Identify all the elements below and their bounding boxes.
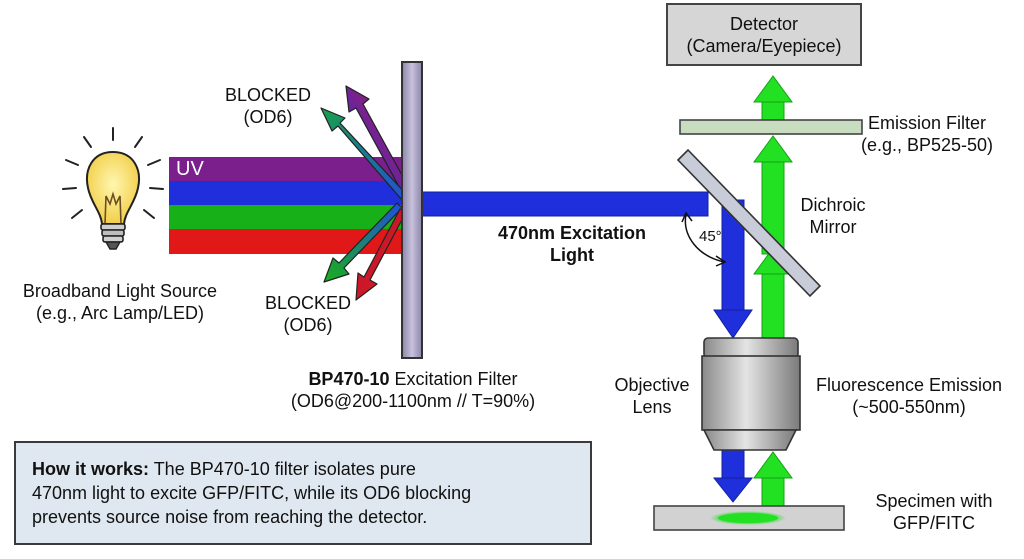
blocked-bottom-label: BLOCKED (OD6) [250,292,366,336]
blocked-bottom-line2: (OD6) [283,315,333,335]
light-source-line1: Broadband Light Source [22,281,218,301]
excitation-beam [411,191,709,217]
emission-filter-label: Emission Filter (e.g., BP525-50) [842,112,1012,156]
excitation-filter-name: BP470-10 [308,369,390,389]
beam-blue [169,181,405,205]
beam-green [169,205,405,229]
excitation-filter [401,61,423,359]
note-line2: 470nm light to excite GFP/FITC, while it… [32,483,472,503]
note-line1: How it works: The BP470-10 filter isolat… [32,457,576,481]
light-source-line2: (e.g., Arc Lamp/LED) [35,303,205,323]
excitation-light-line2: Light [550,245,594,265]
angle-indicator [681,211,727,267]
blocked-top-line2: (OD6) [243,107,293,127]
specimen-line2: GFP/FITC [893,513,975,533]
specimen-line1: Specimen with [875,491,993,511]
detector-line1: Detector [729,14,799,34]
broadband-beams [169,157,405,254]
detector-box: Detector (Camera/Eyepiece) [666,3,862,66]
uv-label: UV [176,158,204,180]
excitation-beam-down [712,199,754,503]
how-it-works-note: How it works: The BP470-10 filter isolat… [14,441,592,545]
dichroic-label: Dichroic Mirror [780,194,886,238]
note-line1-text: The BP470-10 filter isolates pure [149,459,416,479]
specimen-label: Specimen with GFP/FITC [852,490,1016,534]
excitation-filter-suffix: Excitation Filter [389,369,518,389]
light-source-label: Broadband Light Source (e.g., Arc Lamp/L… [2,280,238,324]
objective-lens [701,337,801,451]
dichroic-line2: Mirror [809,217,857,237]
objective-label: Objective Lens [600,374,704,418]
blocked-bottom-line1: BLOCKED [264,293,352,313]
excitation-filter-spec: (OD6@200-1100nm // T=90%) [290,391,536,411]
emission-filter-line1: Emission Filter [867,113,987,133]
dichroic-mirror [676,148,822,298]
fluorescence-line1: Fluorescence Emission [815,375,1003,395]
detector-line2: (Camera/Eyepiece) [686,36,842,56]
specimen-slide [653,505,845,531]
emission-filter [679,119,863,135]
blocked-top-line1: BLOCKED [224,85,312,105]
fluorescence-label: Fluorescence Emission (~500-550nm) [798,374,1020,418]
fluorescence-line2: (~500-550nm) [852,397,966,417]
excitation-filter-title: BP470-10 Excitation Filter [256,368,570,390]
beam-uv [169,157,405,183]
angle-label: 45° [699,228,722,245]
light-bulb-icon [62,127,164,250]
objective-line1: Objective [614,375,690,395]
note-line3: prevents source noise from reaching the … [32,507,428,527]
excitation-light-label: 470nm Excitation Light [470,222,674,266]
blocked-top-label: BLOCKED (OD6) [210,84,326,128]
excitation-light-line1: 470nm Excitation [497,223,647,243]
blocked-arrows [320,85,410,301]
excitation-filter-label: BP470-10 Excitation Filter (OD6@200-1100… [256,368,570,412]
dichroic-line1: Dichroic [800,195,866,215]
objective-line2: Lens [632,397,672,417]
note-heading: How it works: [32,459,150,479]
emission-filter-line2: (e.g., BP525-50) [860,135,994,155]
